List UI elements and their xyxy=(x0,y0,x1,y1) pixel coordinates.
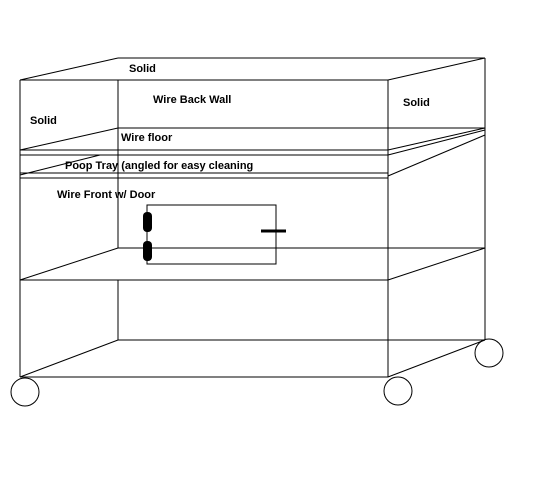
bottom-shelf-outline xyxy=(19,339,486,378)
label-right-side: Solid xyxy=(403,97,430,109)
cage-top-outline xyxy=(19,57,486,81)
label-floor: Wire floor xyxy=(121,132,173,144)
cage-right-side-outline xyxy=(387,58,486,377)
poop-tray-outline xyxy=(19,129,486,179)
front-door xyxy=(143,204,286,265)
label-back-wall: Wire Back Wall xyxy=(153,94,231,106)
cage-left-side-outline xyxy=(19,80,119,377)
wheel-front-left-icon xyxy=(10,377,40,407)
wire-floor-outline xyxy=(19,127,486,151)
wheel-front-right-icon xyxy=(383,376,413,406)
label-front: Wire Front w/ Door xyxy=(57,189,156,201)
middle-shelf-outline xyxy=(19,247,486,281)
label-tray: Poop Tray (angled for easy cleaning xyxy=(65,160,253,172)
label-left-side: Solid xyxy=(30,115,57,127)
door-hinge-upper-icon xyxy=(143,212,152,232)
wheel-back-right-icon xyxy=(474,338,504,368)
door-hinge-lower-icon xyxy=(143,241,152,261)
label-top: Solid xyxy=(129,63,156,75)
